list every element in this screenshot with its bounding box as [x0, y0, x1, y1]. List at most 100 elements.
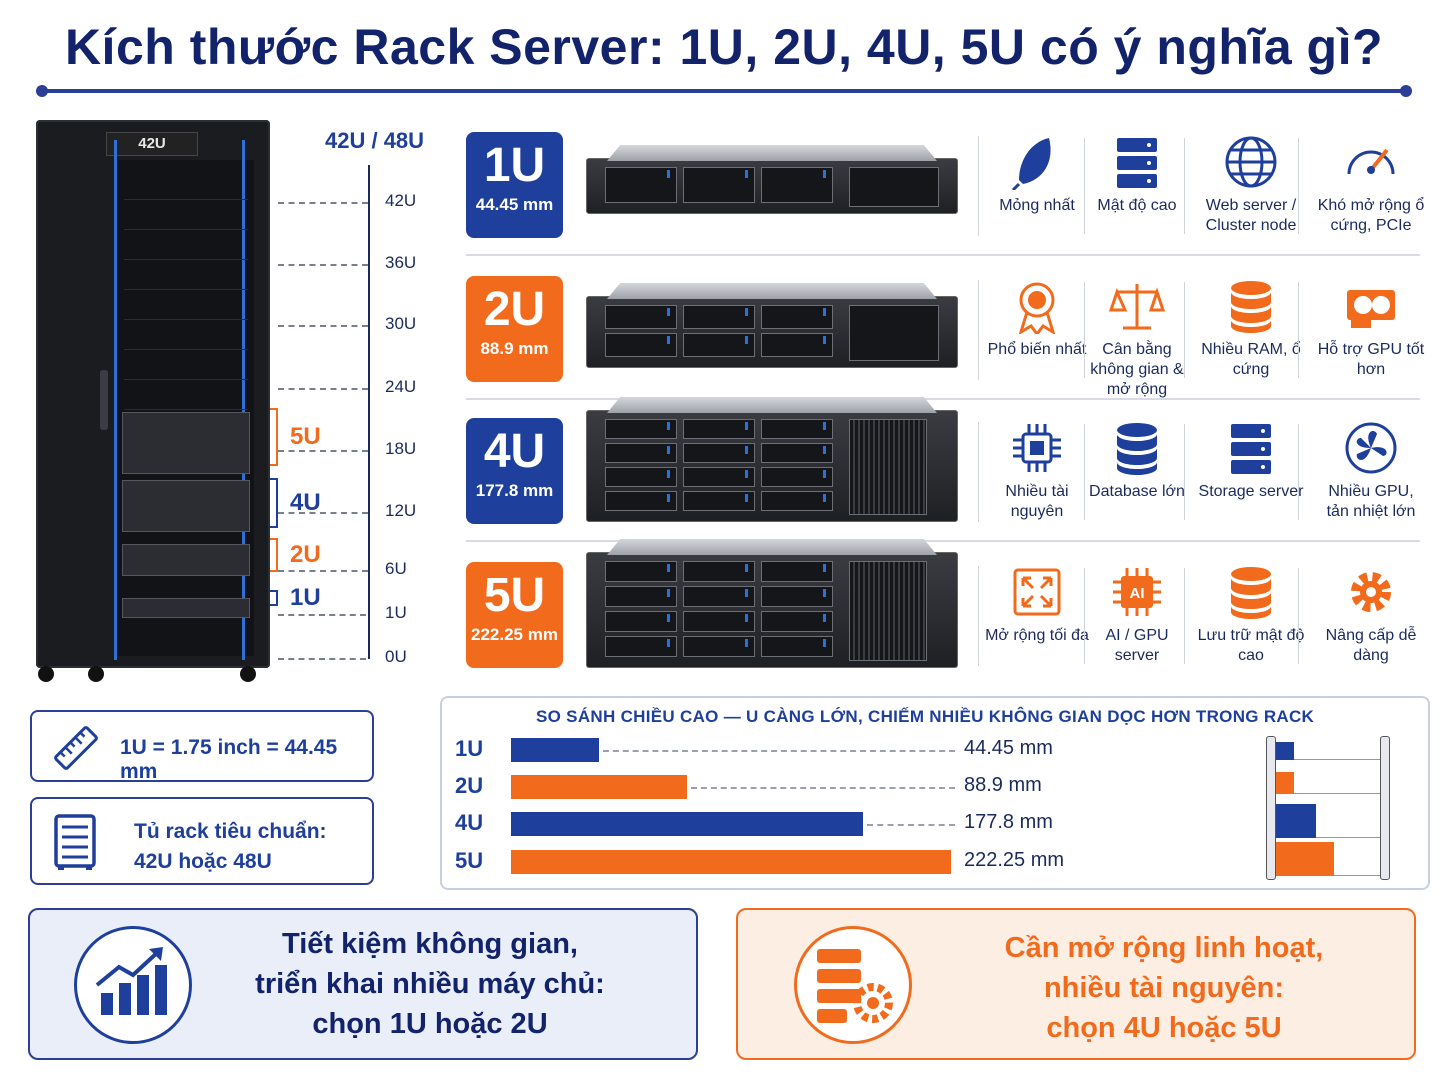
feature-divider — [1084, 568, 1085, 664]
unit-definition-box: 1U = 1.75 inch = 44.45 mm — [30, 710, 374, 783]
rack-empty-slot — [124, 170, 248, 200]
server-feature-label: Storage server — [1198, 483, 1304, 500]
rack-top-label: 42U — [106, 132, 198, 156]
rack-scale-tick — [278, 264, 368, 266]
rack-scale-label: 12U — [385, 501, 417, 520]
feature-divider — [1184, 282, 1185, 378]
rack-scale-label: 6U — [385, 559, 407, 578]
database-icon — [1117, 423, 1157, 475]
server-feature: Database lớn — [1082, 420, 1192, 502]
server-chassis-5u — [586, 539, 958, 668]
drive-bay[interactable] — [761, 561, 833, 582]
rack-standard-line2: 42U hoặc 48U — [134, 850, 272, 873]
drive-bay[interactable] — [605, 491, 677, 511]
rack-server-1u — [122, 598, 250, 618]
chassis-lid — [607, 283, 937, 299]
rack-scale-tick — [278, 658, 366, 660]
chart-category-label: 2U — [455, 773, 484, 798]
drive-bay[interactable] — [683, 333, 755, 357]
page-title: Kích thước Rack Server: 1U, 2U, 4U, 5U c… — [64, 19, 1384, 75]
drive-bay[interactable] — [683, 443, 755, 463]
drive-bay[interactable] — [605, 586, 677, 607]
server-feature-label: Mở rộng tối đa — [985, 627, 1089, 644]
drive-bay[interactable] — [761, 443, 833, 463]
server-feature: Nâng cấp dễ dàng — [1316, 564, 1426, 666]
drive-bay[interactable] — [683, 419, 755, 439]
drive-bay[interactable] — [683, 491, 755, 511]
ruler-icon — [54, 726, 98, 770]
drive-bay[interactable] — [761, 467, 833, 487]
drive-bay[interactable] — [683, 305, 755, 329]
drive-bay[interactable] — [683, 561, 755, 582]
drive-bay[interactable] — [683, 636, 755, 657]
drive-bay[interactable] — [605, 333, 677, 357]
award-icon — [1018, 282, 1056, 334]
server-unit-label: 4U — [483, 425, 546, 478]
server-feature-label: Nhiều RAM, ổ cứng — [1201, 341, 1301, 378]
drive-bay[interactable] — [605, 167, 677, 203]
server-feature-label: Nhiều tài nguyên — [1005, 483, 1069, 520]
mini-rack-illustration — [1258, 732, 1400, 882]
rack-empty-slot — [124, 350, 248, 380]
feature-divider — [1084, 424, 1085, 520]
drive-bay[interactable] — [683, 467, 755, 487]
server-unit-label: 1U — [483, 139, 546, 192]
server-feature: Nhiều RAM, ổ cứng — [1196, 278, 1306, 380]
feature-divider — [1298, 282, 1299, 378]
rack-empty-slot — [124, 380, 248, 410]
feature-divider — [1298, 568, 1299, 664]
drive-bay[interactable] — [605, 467, 677, 487]
chassis-lid — [607, 539, 937, 555]
drive-bay[interactable] — [683, 167, 755, 203]
chassis-lid — [607, 397, 937, 413]
drive-bay[interactable] — [761, 586, 833, 607]
cpu-chip-icon — [1013, 424, 1061, 472]
drive-bay[interactable] — [605, 611, 677, 632]
drive-bay[interactable] — [761, 167, 833, 203]
server-feature: Phổ biến nhất — [982, 278, 1092, 360]
takeaway-compact-line1: Tiết kiệm không gian, — [282, 928, 578, 960]
gear-icon — [1351, 572, 1391, 612]
server-stack-icon — [1231, 424, 1271, 474]
chart-leader-line — [691, 787, 955, 789]
rack-scale-tick — [278, 614, 366, 616]
comparison-title: SO SÁNH CHIỀU CAO — U CÀNG LỚN, CHIẾM NH… — [536, 707, 1315, 726]
rack-unit-bracket — [270, 408, 278, 466]
drive-bay[interactable] — [761, 419, 833, 439]
drive-bay[interactable] — [683, 586, 755, 607]
drive-bay[interactable] — [605, 419, 677, 439]
server-height-label: 222.25 mm — [471, 625, 558, 644]
drive-bay[interactable] — [605, 561, 677, 582]
server-chassis-1u — [586, 145, 958, 214]
server-height-label: 88.9 mm — [480, 339, 549, 358]
drive-bay[interactable] — [605, 305, 677, 329]
feature-divider — [1184, 424, 1185, 520]
rack-unit-bracket — [270, 478, 278, 528]
drive-bay[interactable] — [605, 636, 677, 657]
cabinet-icon — [54, 814, 96, 870]
drive-bay[interactable] — [761, 611, 833, 632]
server-feature: Hỗ trợ GPU tốt hơn — [1316, 278, 1426, 380]
rack-server-4u — [122, 480, 250, 532]
database-icon — [1231, 567, 1271, 619]
rack-unit-bracket-label: 4U — [290, 489, 321, 516]
rack-standard-box: Tủ rack tiêu chuẩn: 42U hoặc 48U — [30, 797, 374, 885]
rack-empty-slot — [124, 230, 248, 260]
gpu-card-icon — [1347, 290, 1395, 328]
takeaway-expand-line2: nhiều tài nguyên: — [1043, 972, 1285, 1004]
rack-empty-slot — [124, 290, 248, 320]
drive-bay[interactable] — [761, 333, 833, 357]
drive-bay[interactable] — [605, 443, 677, 463]
rack-wheel — [88, 666, 104, 682]
takeaway-expand: Cần mở rộng linh hoạt, nhiều tài nguyên:… — [736, 908, 1416, 1060]
feature-divider — [1184, 138, 1185, 234]
rack-standard-line1: Tủ rack tiêu chuẩn: — [134, 820, 327, 843]
drive-bay[interactable] — [761, 491, 833, 511]
drive-bay[interactable] — [761, 305, 833, 329]
rack-scale-label: 18U — [385, 439, 417, 458]
gauge-icon — [1347, 148, 1395, 175]
drive-bay[interactable] — [683, 611, 755, 632]
drive-bay[interactable] — [761, 636, 833, 657]
rack-door-handle[interactable] — [100, 370, 108, 430]
